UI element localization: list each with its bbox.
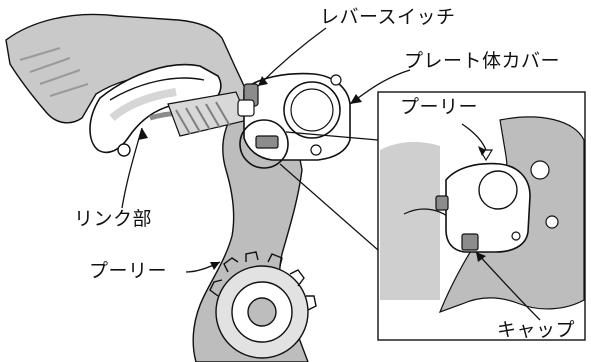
label-pulley-main: プーリー <box>89 260 168 282</box>
zoom-line-bottom <box>279 163 379 251</box>
inset-illustration <box>380 116 585 314</box>
leader-lever <box>257 27 327 87</box>
leader-cap <box>475 251 541 321</box>
zoom-line-top <box>285 131 379 141</box>
link-arm <box>89 63 222 157</box>
label-plate-cover: プレート体カバー <box>404 50 561 72</box>
cap-highlight-circle <box>239 119 289 169</box>
frame-hatch <box>19 47 89 97</box>
label-link: リンク部 <box>74 208 153 230</box>
plate-cover-unit <box>237 72 351 161</box>
label-cap: キャップ <box>497 319 576 341</box>
arrowheads <box>138 76 486 270</box>
label-pulley-inset: プーリー <box>400 96 479 118</box>
lower-pulley <box>209 251 317 359</box>
leader-pulley-inset <box>461 123 487 151</box>
label-lever-switch: レバースイッチ <box>320 6 456 28</box>
